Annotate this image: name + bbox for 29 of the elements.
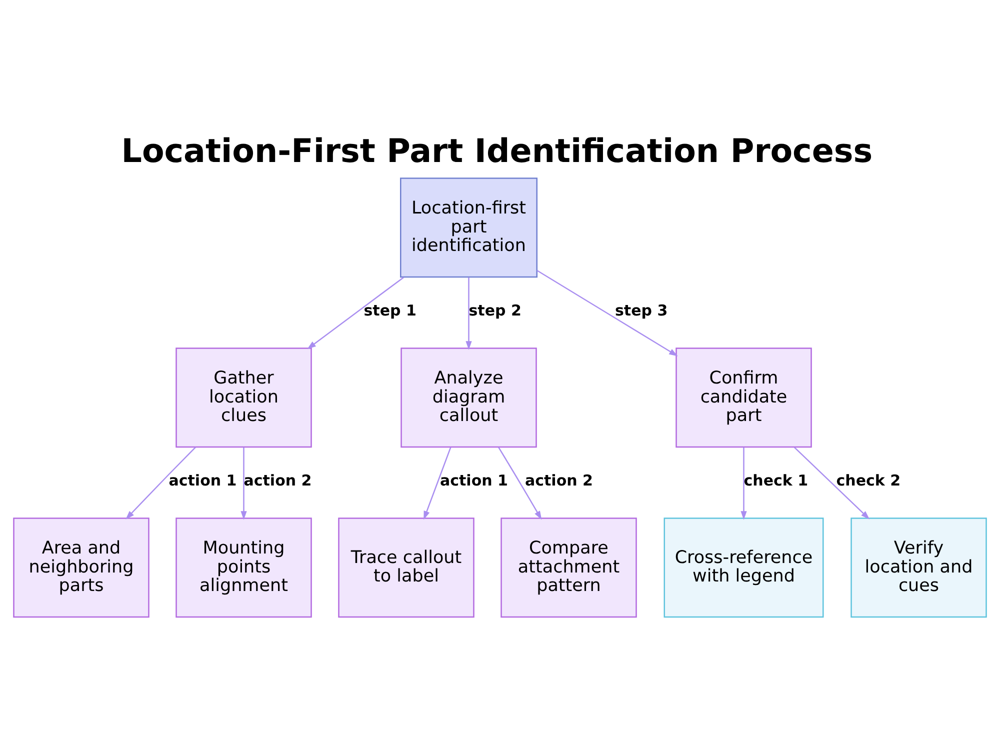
edge-label: step 3 [615, 300, 668, 319]
node-box: Cross-reference with legend [664, 517, 824, 618]
node-box: Trace callout to label [338, 517, 474, 618]
arrow [466, 276, 472, 350]
node-box: Confirm candidate part [676, 347, 812, 448]
node-box: Compare attachment pattern [500, 517, 637, 618]
edge-label: action 1 [440, 470, 508, 489]
edge-label: action 2 [244, 470, 312, 489]
arrow [424, 446, 452, 520]
node-box: Mounting points alignment [176, 517, 312, 618]
node-box: Verify location and cues [850, 517, 987, 618]
edge-label: action 2 [525, 470, 593, 489]
arrow [126, 446, 196, 519]
node-box: Gather location clues [176, 347, 312, 448]
arrow [498, 446, 542, 520]
diagram-title: Location-First Part Identification Process [121, 131, 873, 170]
arrow [307, 276, 404, 349]
arrow [240, 446, 247, 520]
edge-label: action 1 [168, 470, 237, 489]
edge-label: step 2 [468, 300, 522, 319]
arrow [794, 446, 870, 519]
edge-label: check 1 [744, 470, 808, 489]
arrow [536, 269, 678, 356]
node-box: Analyze diagram callout [400, 347, 537, 448]
node-box: Location-first part identification [400, 177, 538, 278]
edge-label: step 1 [364, 300, 416, 319]
edge-label: check 2 [836, 470, 901, 489]
node-box: Area and neighboring parts [13, 517, 150, 618]
arrow [740, 446, 747, 520]
